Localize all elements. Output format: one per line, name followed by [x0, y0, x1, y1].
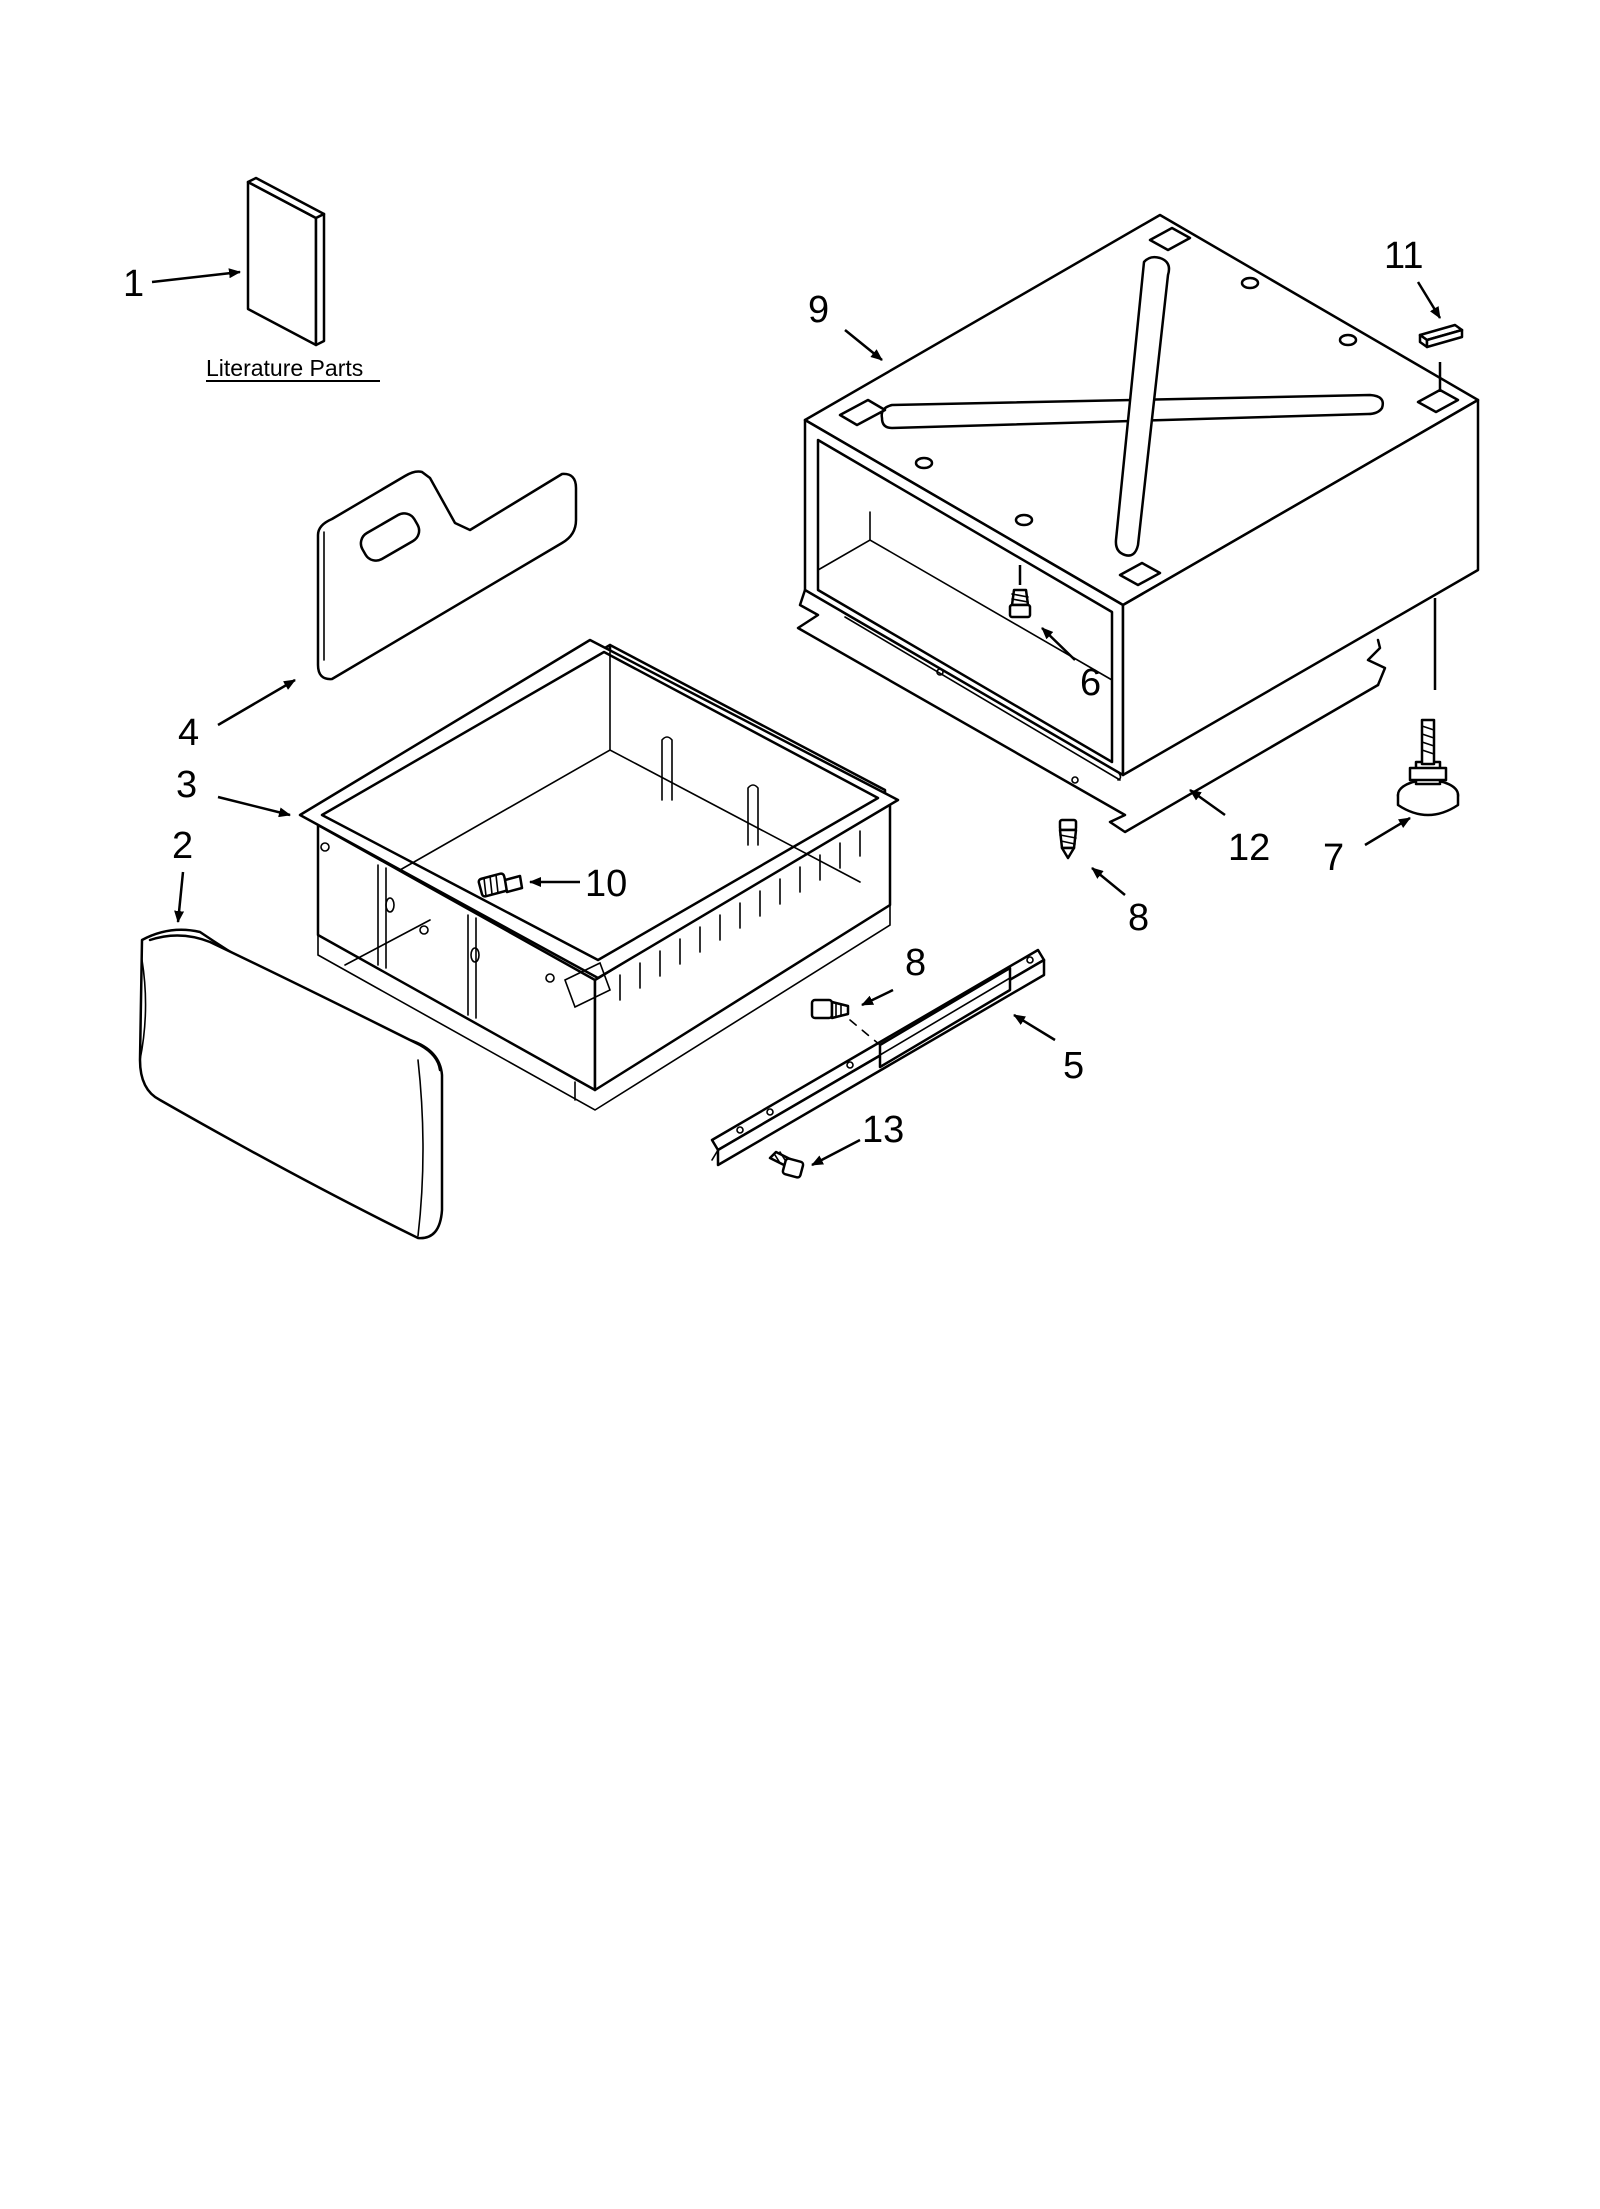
divider-panel — [316, 470, 578, 681]
rail-screw-lower — [768, 1150, 805, 1179]
literature-booklet — [246, 176, 326, 347]
slide-rail — [710, 948, 1046, 1167]
callout-8-base: 8 — [1128, 897, 1149, 939]
callout-10: 10 — [585, 863, 627, 905]
cabinet-x-brace — [880, 255, 1384, 557]
callout-12: 12 — [1228, 827, 1270, 869]
callout-8-rail: 8 — [905, 942, 926, 984]
base-screw — [1058, 818, 1078, 860]
basket-ribs — [619, 830, 861, 1001]
callout-3: 3 — [176, 764, 197, 806]
callout-13: 13 — [862, 1109, 904, 1151]
basket-screw — [477, 872, 524, 898]
callout-7: 7 — [1323, 837, 1344, 879]
drawer-basket — [298, 638, 900, 1111]
callout-4: 4 — [178, 712, 199, 754]
base-plate — [796, 588, 1387, 834]
leveling-leg — [1396, 598, 1460, 817]
callout-5: 5 — [1063, 1045, 1084, 1087]
pedestal-cabinet — [803, 213, 1480, 777]
drawer-front — [138, 928, 444, 1240]
literature-parts-label: Literature Parts — [206, 355, 363, 381]
callout-6: 6 — [1080, 662, 1101, 704]
callouts: 1 2 3 4 5 6 7 8 8 9 10 11 — [123, 235, 1442, 1167]
felt-pad — [1418, 323, 1464, 392]
rail-screw-upper — [810, 998, 881, 1046]
callout-2: 2 — [172, 825, 193, 867]
cabinet-screw — [1008, 565, 1032, 619]
callout-9: 9 — [808, 289, 829, 331]
callout-11: 11 — [1384, 235, 1423, 277]
callout-1: 1 — [123, 263, 144, 305]
